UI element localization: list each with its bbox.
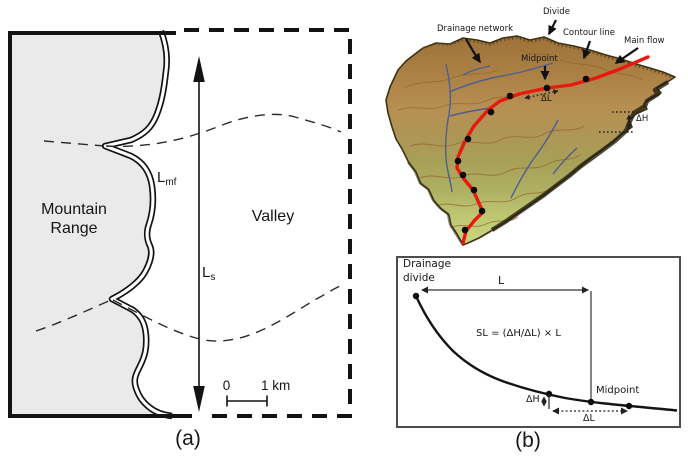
- mountain-range-area: [10, 31, 172, 416]
- terrain-delta-l-label: ΔL: [541, 94, 552, 104]
- divide-edge: [422, 36, 674, 79]
- drainage-network-lines: [444, 62, 578, 199]
- panel-a-dashed-border: [184, 28, 352, 418]
- terrain-delta-h-bracket: [599, 111, 634, 133]
- terrain-delta-l-arrow: [524, 89, 559, 100]
- contour-line-arrow: [582, 40, 592, 60]
- sl-formula: SL = (ΔH/ΔL) × L: [476, 328, 561, 339]
- scale-zero-label: 0: [222, 378, 231, 393]
- panel-a-caption: (a): [175, 427, 201, 450]
- valley-label: Valley: [251, 208, 295, 225]
- lmf-label: Lmf: [157, 169, 177, 188]
- graph-delta-l-label: ΔL: [583, 413, 595, 424]
- terrain-contour-lines: [397, 49, 643, 229]
- divide-arrow: [548, 19, 557, 36]
- ls-label: Ls: [202, 264, 216, 283]
- panel-a: [8, 28, 352, 420]
- watershed-surface: [385, 35, 676, 246]
- divide-label: Divide: [543, 7, 570, 17]
- terrain-midpoint-label: Midpoint: [521, 54, 558, 64]
- drainage-divide-label: Drainage divide: [403, 258, 451, 284]
- mountain-front-gap: [103, 30, 173, 418]
- panel-b-caption: (b): [515, 429, 541, 452]
- valley-contour-lines: [35, 113, 343, 342]
- panel-b-graph: [396, 256, 681, 428]
- river-profile-curve: [414, 295, 678, 412]
- graph-midpoint-label: Midpoint: [596, 385, 640, 396]
- graph-delta-h-label: ΔH: [526, 394, 540, 405]
- main-flow-label: Main flow: [624, 36, 665, 46]
- cliff-shadow: [490, 80, 670, 232]
- length-label: L: [498, 274, 505, 287]
- drainage-network-arrow: [465, 38, 481, 64]
- panel-a-solid-border: [8, 31, 192, 418]
- main-flow-arrow: [614, 47, 639, 64]
- graph-delta-h: [541, 394, 550, 409]
- mountain-range-label: Mountain Range: [41, 201, 107, 237]
- terrain-label-arrows: [465, 19, 639, 81]
- panel-b-terrain: [385, 19, 676, 246]
- edge-shadow: [407, 161, 465, 246]
- scale-unit-label: 1 km: [261, 378, 291, 393]
- ls-arrow: [193, 56, 205, 412]
- profile-points: [454, 75, 590, 234]
- terrain-delta-h-label: ΔH: [636, 114, 649, 124]
- drainage-network-label: Drainage network: [437, 24, 514, 34]
- contour-line-label: Contour line: [563, 28, 615, 38]
- scale-bar: [226, 395, 268, 407]
